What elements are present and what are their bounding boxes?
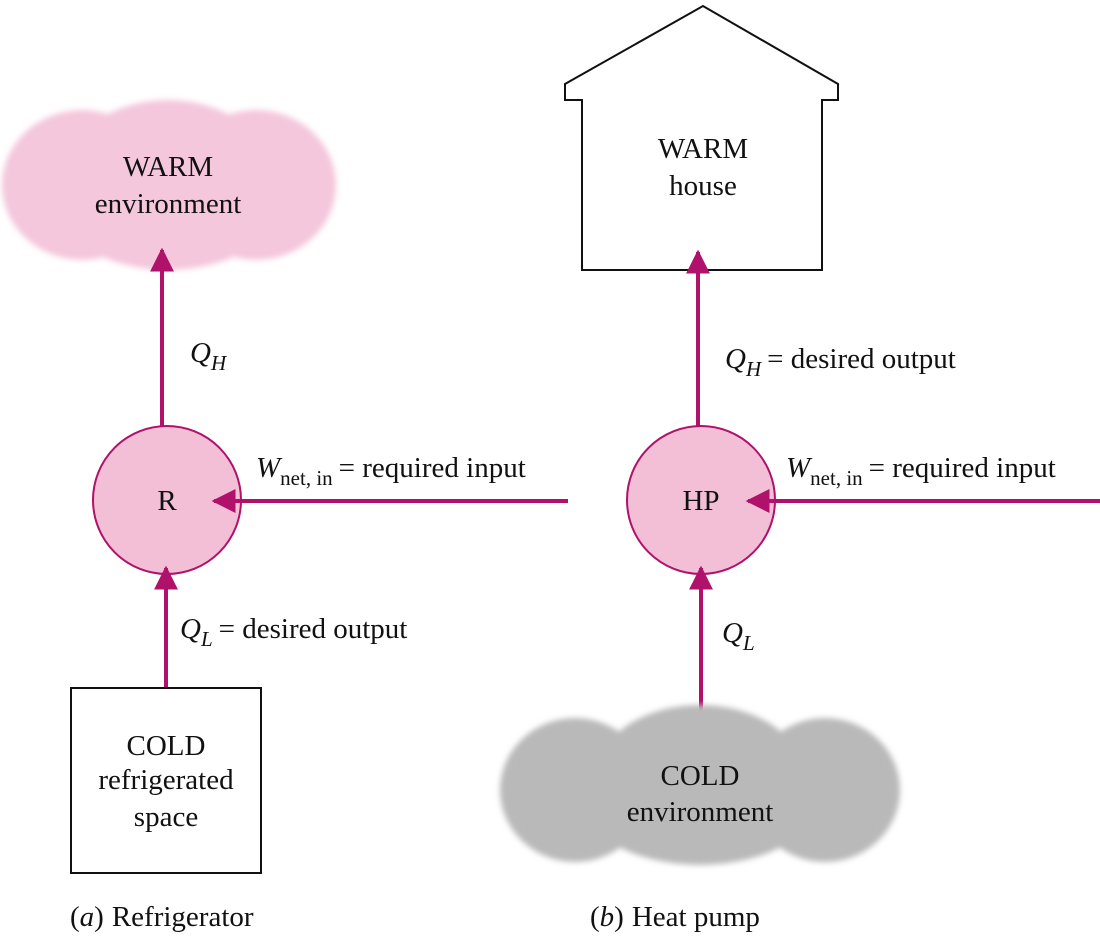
warm-house: WARM house — [564, 4, 839, 271]
cold-label: COLD — [127, 730, 206, 762]
ql-label-heat-pump: QL — [722, 617, 755, 655]
warm-environment-cloud: WARM environment — [2, 100, 336, 270]
work-label-heat-pump: Wnet, in= required input — [786, 452, 1056, 490]
caption-refrigerator: (a)Refrigerator — [70, 901, 254, 933]
cold-environment-cloud: COLD environment — [500, 705, 900, 865]
cold-label: COLD — [661, 760, 740, 792]
caption-heat-pump: (b)Heat pump — [590, 901, 760, 933]
environment-label: environment — [627, 796, 774, 828]
caption-open-paren: ( — [70, 901, 80, 933]
environment-label: environment — [95, 188, 242, 220]
warm-label: WARM — [123, 151, 213, 183]
space-label: space — [134, 801, 198, 833]
ql-label-refrigerator: QL= desired output — [180, 613, 407, 651]
refrigerated-label: refrigerated — [98, 764, 234, 796]
warm-label: WARM — [658, 133, 748, 165]
house-label: house — [669, 170, 737, 202]
cold-refrigerated-space-box: COLD refrigerated space — [70, 687, 262, 874]
work-label-refrigerator: Wnet, in= required input — [256, 452, 526, 490]
qh-label-refrigerator: QH — [190, 337, 228, 375]
heat-pump-node-label: HP — [682, 485, 719, 517]
qh-label-heat-pump: QH= desired output — [725, 343, 956, 381]
refrigerator-node-label: R — [157, 485, 177, 517]
